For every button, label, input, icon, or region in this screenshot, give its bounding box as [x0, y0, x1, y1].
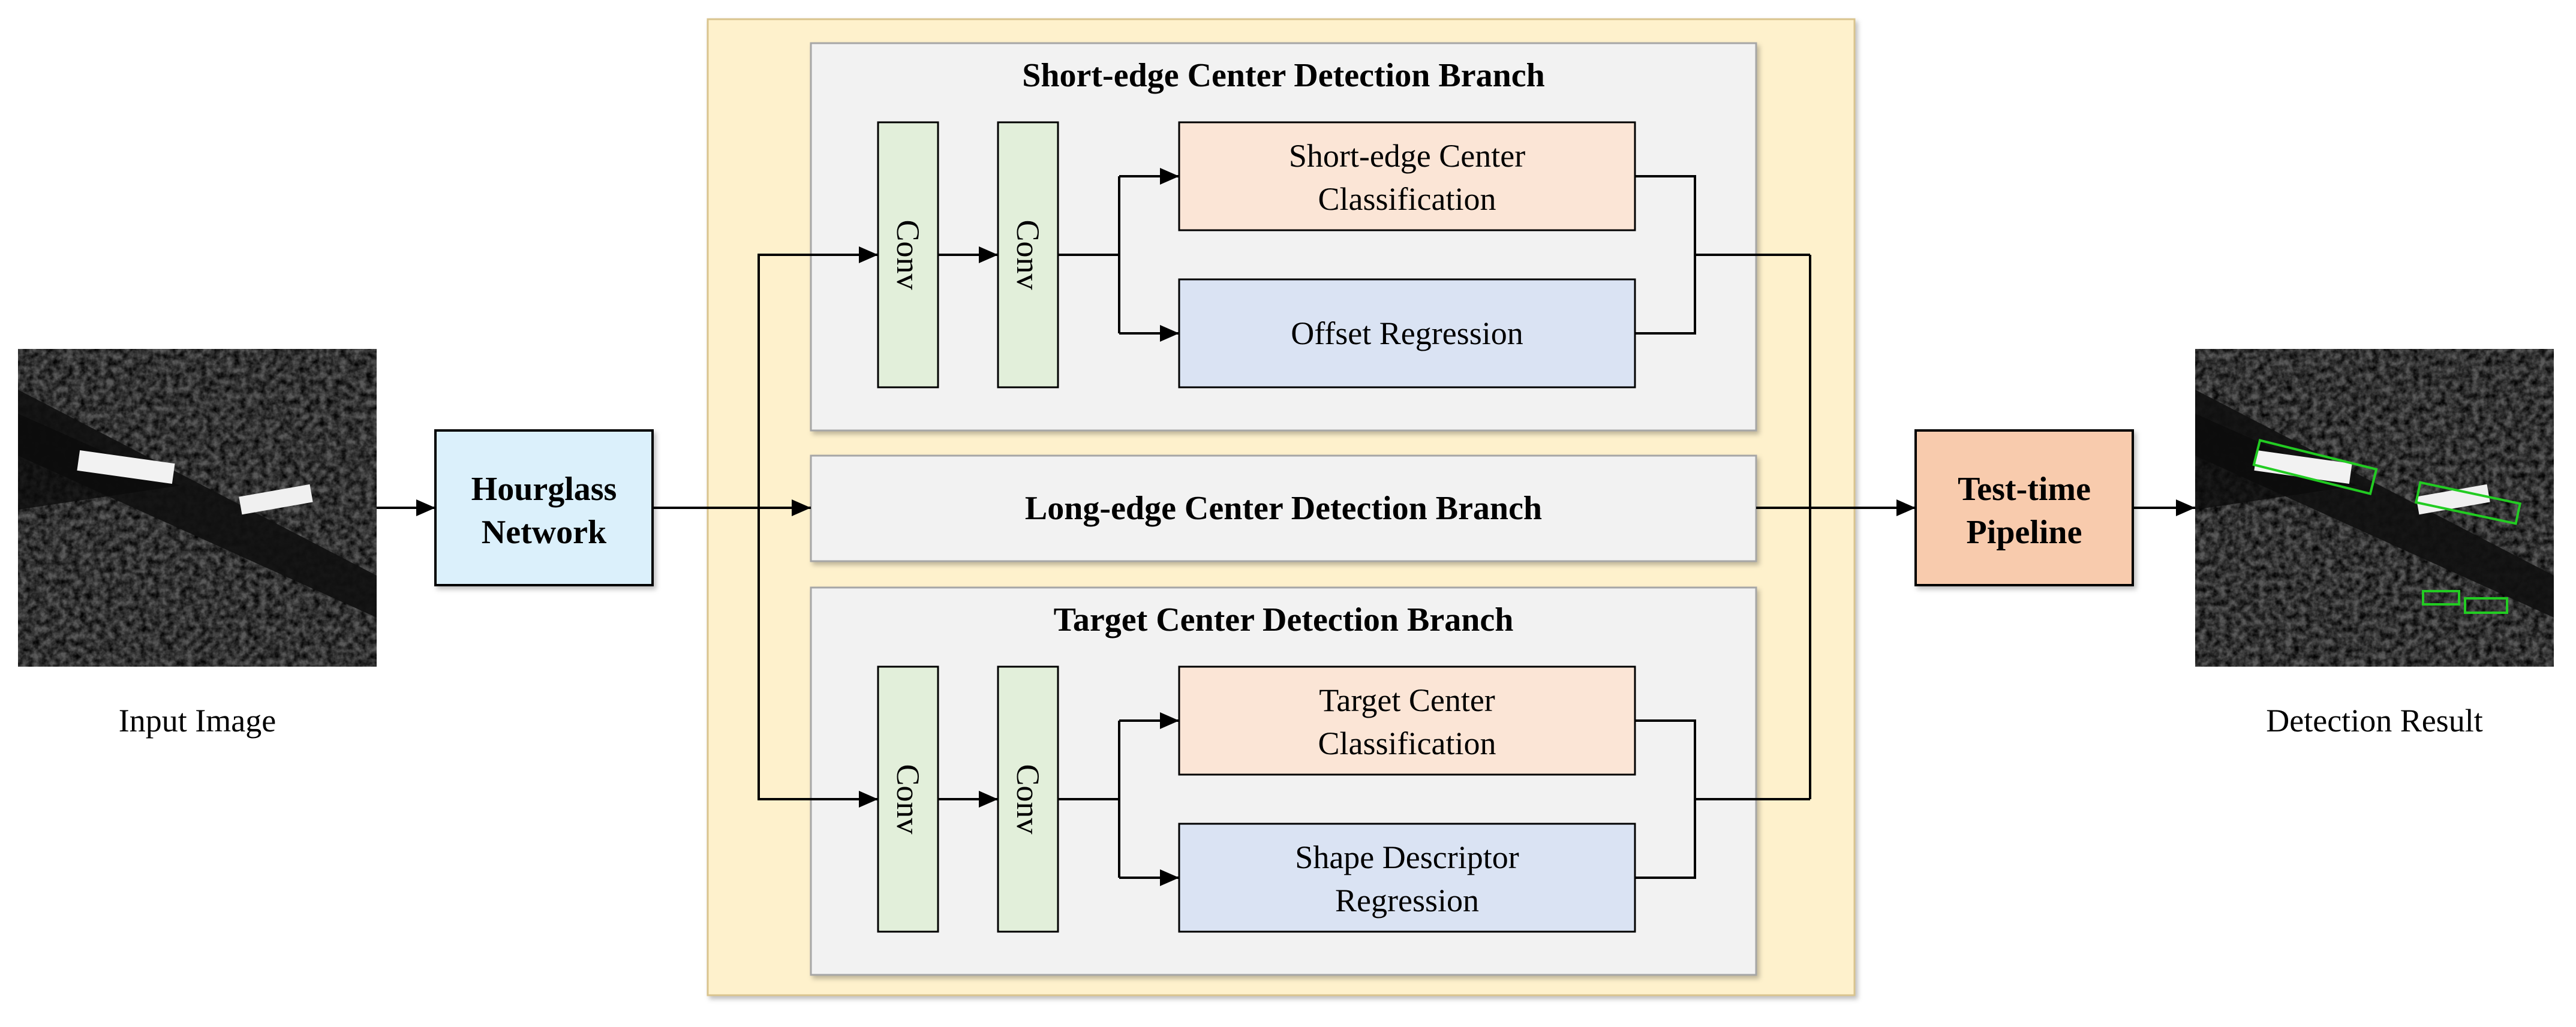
short-edge-classification-line2: Classification: [1318, 181, 1496, 217]
detection-box: [2464, 597, 2508, 614]
detection-result-image: [2195, 349, 2554, 667]
input-image: [18, 349, 377, 667]
target-center-branch-title: Target Center Detection Branch: [1054, 601, 1514, 639]
target-conv-1-label: Conv: [890, 764, 926, 834]
target-conv-2-label: Conv: [1010, 764, 1046, 834]
short-conv-1-label: Conv: [890, 219, 926, 290]
shape-descriptor-regression-line2: Regression: [1335, 883, 1479, 918]
detection-box: [2414, 481, 2522, 525]
detection-box: [2422, 590, 2460, 606]
offset-regression-box: [1178, 278, 1636, 388]
input-image-caption: Input Image: [119, 703, 276, 739]
long-edge-branch-title: Long-edge Center Detection Branch: [1025, 490, 1542, 527]
short-conv-2: [997, 121, 1059, 388]
target-center-classification-line1: Target Center: [1319, 682, 1495, 718]
test-time-pipeline-line1: Test-time: [1958, 471, 2091, 508]
offset-regression-label: Offset Regression: [1291, 315, 1523, 351]
long-edge-branch-box: [810, 454, 1757, 562]
detection-box: [2252, 439, 2378, 495]
target-center-classification-box: [1178, 665, 1636, 776]
shape-descriptor-regression-line1: Shape Descriptor: [1295, 839, 1519, 875]
detection-result-caption: Detection Result: [2266, 703, 2482, 739]
connectors: [377, 168, 2195, 886]
test-time-pipeline-line2: Pipeline: [1967, 514, 2082, 551]
hourglass-network-line2: Network: [482, 514, 607, 551]
hourglass-network-line1: Hourglass: [471, 471, 617, 508]
short-conv-2-label: Conv: [1010, 219, 1046, 290]
hourglass-network-box: [434, 429, 654, 586]
target-center-classification-line2: Classification: [1318, 725, 1496, 761]
short-edge-branch-title: Short-edge Center Detection Branch: [1022, 57, 1544, 94]
test-time-pipeline-box: [1914, 429, 2134, 586]
short-edge-classification-line1: Short-edge Center: [1289, 138, 1525, 174]
